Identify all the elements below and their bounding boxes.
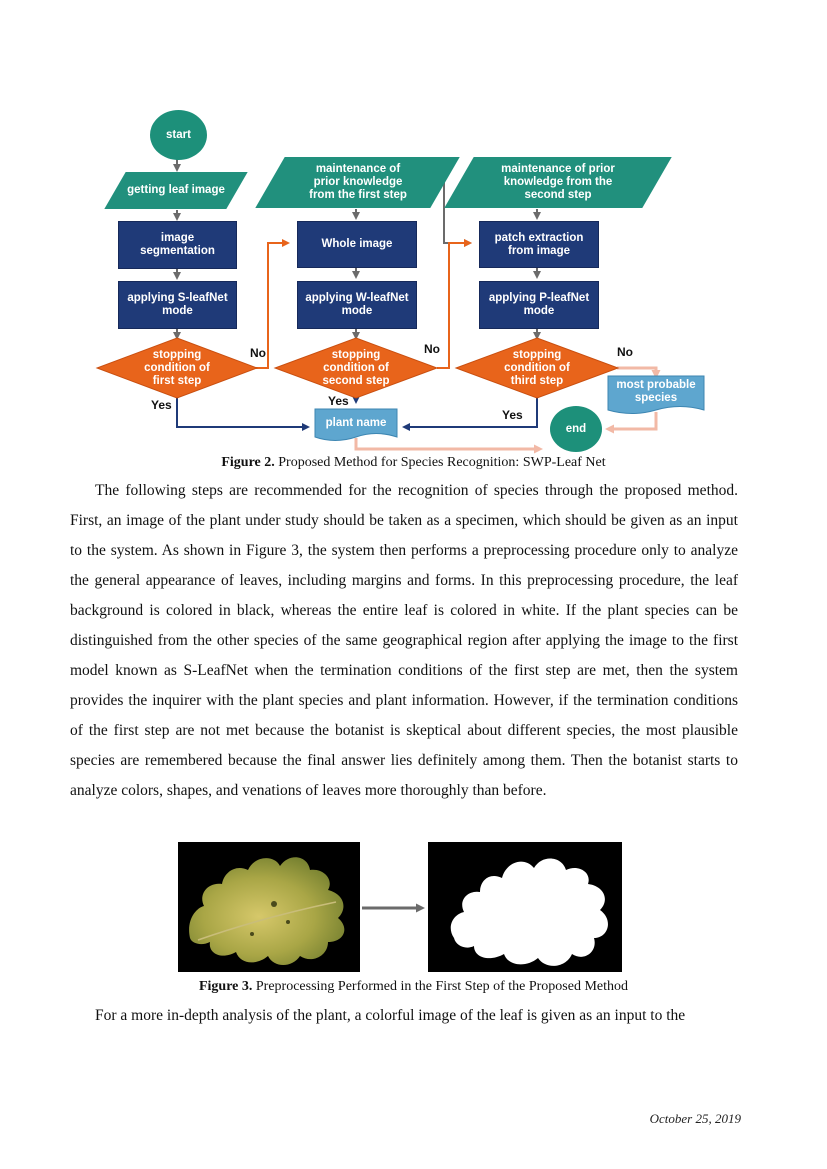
maintenance-first-step-label: maintenance of prior knowledge from the …: [308, 163, 407, 201]
getting-leaf-image-node: getting leaf image: [104, 172, 248, 209]
no-label-1: No: [250, 346, 266, 360]
applying-w-leafnet-label: applying W-leafNet mode: [305, 292, 409, 317]
yes-label-1: Yes: [151, 398, 172, 412]
stop3-node: stopping condition of third step: [487, 345, 587, 391]
image-segmentation-node: image segmentation: [118, 221, 237, 269]
leaf-photo: [178, 842, 360, 972]
stop1-node: stopping condition of first step: [127, 345, 227, 391]
end-node: end: [550, 406, 602, 452]
whole-image-node: Whole image: [297, 221, 417, 268]
most-probable-species-label: most probable species: [616, 379, 696, 404]
maintenance-second-step-label: maintenance of prior knowledge from the …: [501, 163, 615, 201]
figure-2-label: Figure 2.: [221, 455, 275, 470]
paragraph-2-text: For a more in-depth analysis of the plan…: [95, 1007, 686, 1024]
leaf-binary-image: [450, 858, 608, 966]
applying-p-leafnet-label: applying P-leafNet mode: [488, 292, 590, 317]
stop2-diamond-shape: [273, 337, 439, 399]
leaf-mask: [428, 842, 622, 972]
arrow-plant-to-end: [354, 438, 543, 454]
figure-3-label: Figure 3.: [198, 979, 253, 994]
yes-label-3: Yes: [502, 408, 523, 422]
getting-leaf-image-label: getting leaf image: [127, 184, 225, 196]
most-probable-doc-shape: [607, 375, 705, 414]
no-label-2: No: [424, 342, 440, 356]
image-segmentation-label: image segmentation: [140, 232, 215, 257]
plant-name-doc-shape: [314, 408, 398, 441]
applying-p-leafnet-node: applying P-leafNet mode: [479, 281, 599, 329]
arrow-yes-stop3-to-plant: [402, 398, 538, 431]
stop3-label: stopping condition of third step: [504, 348, 570, 387]
figure-3-caption: Figure 3. Preprocessing Performed in the…: [0, 979, 827, 995]
figure-2-caption: Figure 2. Proposed Method for Species Re…: [0, 455, 827, 471]
most-probable-species-node: most probable species: [608, 377, 704, 407]
arrow-no-stop3-to-probable: [617, 366, 661, 379]
footer-date: October 25, 2019: [649, 1111, 741, 1126]
maintenance-first-step-node: maintenance of prior knowledge from the …: [255, 157, 460, 208]
whole-image-label: Whole image: [321, 238, 393, 250]
stop3-diamond-shape: [454, 337, 620, 399]
figure-3-arrow: [362, 903, 425, 913]
stop1-diamond-shape: [95, 337, 259, 399]
plant-name-label: plant name: [325, 416, 387, 429]
patch-extraction-node: patch extraction from image: [479, 221, 599, 268]
start-label: start: [166, 128, 191, 141]
leaf-color-image: [189, 857, 345, 965]
figure-3-text: Preprocessing Performed in the First Ste…: [252, 979, 629, 994]
plant-name-node: plant name: [315, 410, 397, 436]
body-paragraph-1: The following steps are recommended for …: [70, 476, 738, 806]
arrow-yes-stop1-to-plant: [176, 398, 310, 431]
start-node: start: [150, 110, 207, 160]
no-label-3: No: [617, 345, 633, 359]
applying-w-leafnet-node: applying W-leafNet mode: [297, 281, 417, 329]
applying-s-leafnet-node: applying S-leafNet mode: [118, 281, 237, 329]
arrow-probable-to-end: [605, 412, 658, 434]
arrow-no-stop1-to-whole: [256, 239, 290, 369]
paragraph-1-text: The following steps are recommended for …: [70, 482, 738, 799]
end-label: end: [565, 422, 587, 435]
stop2-node: stopping condition of second step: [306, 345, 406, 391]
figure-2-text: Proposed Method for Species Recognition:…: [274, 455, 606, 470]
stop1-label: stopping condition of first step: [144, 348, 210, 387]
body-paragraph-2: For a more in-depth analysis of the plan…: [70, 1001, 738, 1031]
maintenance-second-step-node: maintenance of prior knowledge from the …: [444, 157, 672, 208]
arrow-no-stop2-to-patch: [437, 239, 472, 369]
flowchart-connectors: [95, 159, 705, 454]
stop2-label: stopping condition of second step: [322, 348, 390, 387]
applying-s-leafnet-label: applying S-leafNet mode: [127, 292, 228, 317]
yes-label-2: Yes: [328, 394, 349, 408]
patch-extraction-label: patch extraction from image: [494, 231, 584, 257]
